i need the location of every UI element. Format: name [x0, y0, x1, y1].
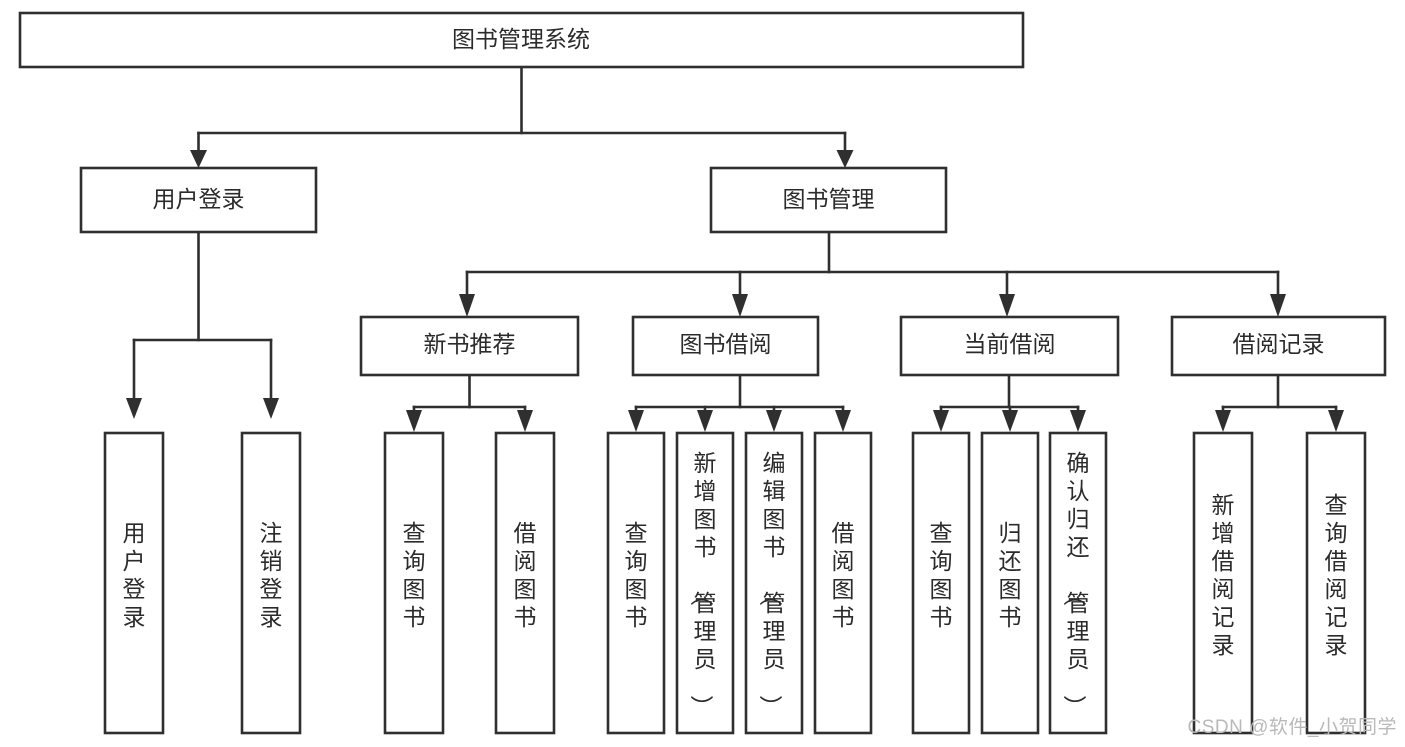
node-book-borrow[interactable]: 图书借阅 — [631, 315, 820, 377]
leaf-br-add-record-box[interactable] — [1192, 431, 1254, 735]
arrow-head-bb-leaf-2 — [697, 410, 713, 432]
leaf-bb-add-book-label: 新增图书（管理员） — [689, 450, 717, 718]
leaf-node[interactable]: 查询借阅记录 — [1305, 431, 1367, 735]
leaf-node[interactable]: 借阅图书 — [494, 431, 556, 735]
node-current-borrow-label: 当前借阅 — [964, 331, 1056, 357]
node-user-login-label: 用户登录 — [153, 186, 245, 212]
leaf-node[interactable]: 确认归还（管理员） — [1048, 431, 1108, 735]
leaf-br-add-record-label: 新增借阅记录 — [1212, 492, 1235, 658]
leaf-bb-borrow-book-box[interactable] — [813, 431, 873, 735]
leaf-node[interactable]: 归还图书 — [980, 431, 1040, 735]
leaf-node[interactable]: 注销登录 — [240, 431, 302, 735]
arrow-head-user-login — [190, 150, 207, 168]
arrow-head-book-borrow — [732, 294, 748, 317]
arrow-head-leaf-logout — [263, 398, 279, 419]
leaf-cb-return-book-box[interactable] — [980, 431, 1040, 735]
arrow-head-bb-leaf-3 — [766, 410, 782, 432]
leaf-node[interactable]: 查询图书 — [383, 431, 445, 735]
leaf-node[interactable]: 查询图书 — [911, 431, 971, 735]
node-root-box[interactable] — [18, 11, 1025, 69]
leaf-br-query-record-label: 查询借阅记录 — [1325, 492, 1348, 658]
arrow-head-leaf-user-login — [126, 398, 142, 419]
node-new-book-recommend-box[interactable] — [359, 315, 580, 377]
node-new-book-recommend[interactable]: 新书推荐 — [359, 315, 580, 377]
leaf-node[interactable]: 查询图书 — [606, 431, 666, 735]
leaf-bb-query-book-label: 查询图书 — [625, 520, 648, 630]
node-user-login[interactable]: 用户登录 — [79, 166, 318, 234]
arrow-head-new-book — [459, 294, 475, 317]
node-borrow-record-label: 借阅记录 — [1233, 331, 1325, 357]
leaf-node[interactable]: 编辑图书（管理员） — [744, 431, 804, 735]
leaf-cb-return-book-label: 归还图书 — [999, 520, 1022, 630]
arrow-head-borrow-record — [1270, 294, 1286, 317]
arrow-head-bb-leaf-1 — [628, 410, 644, 432]
arrow-head-br-leaf-2 — [1328, 410, 1344, 432]
leaf-bb-query-book-box[interactable] — [606, 431, 666, 735]
node-borrow-record-box[interactable] — [1170, 315, 1387, 377]
leaf-node[interactable]: 用户登录 — [103, 431, 165, 735]
leaf-node[interactable]: 新增图书（管理员） — [675, 431, 735, 735]
arrow-head-cb-leaf-1 — [933, 410, 949, 432]
arrow-head-nb-leaf-2 — [517, 410, 533, 432]
leaf-cb-query-book-box[interactable] — [911, 431, 971, 735]
leaf-user-login-box[interactable] — [103, 431, 165, 735]
node-book-borrow-box[interactable] — [631, 315, 820, 377]
leaf-cb-confirm-return-label: 确认归还（管理员） — [1062, 450, 1090, 718]
connector-layer — [126, 65, 1344, 432]
node-new-book-recommend-label: 新书推荐 — [424, 331, 516, 357]
arrow-head-book-mgmt — [836, 150, 854, 168]
arrow-head-bb-leaf-4 — [835, 410, 851, 432]
leaf-logout-label: 注销登录 — [260, 520, 283, 630]
leaf-nb-borrow-book-box[interactable] — [494, 431, 556, 735]
leaf-bb-borrow-book-label: 借阅图书 — [832, 520, 855, 630]
arrow-head-nb-leaf-1 — [406, 410, 422, 432]
node-book-borrow-label: 图书借阅 — [680, 331, 772, 357]
node-book-management[interactable]: 图书管理 — [709, 166, 948, 234]
node-current-borrow-box[interactable] — [899, 315, 1120, 377]
leaf-bb-add-book-box[interactable] — [675, 431, 735, 735]
leaf-cb-query-book-label: 查询图书 — [930, 520, 953, 630]
node-user-login-box[interactable] — [79, 166, 318, 234]
node-borrow-record[interactable]: 借阅记录 — [1170, 315, 1387, 377]
leaf-cb-confirm-return-box[interactable] — [1048, 431, 1108, 735]
node-book-management-box[interactable] — [709, 166, 948, 234]
arrow-head-cb-leaf-2 — [1002, 410, 1018, 432]
leaf-nb-query-book-label: 查询图书 — [403, 520, 426, 630]
leaf-br-query-record-box[interactable] — [1305, 431, 1367, 735]
leaf-node[interactable]: 借阅图书 — [813, 431, 873, 735]
leaf-user-login-label: 用户登录 — [123, 520, 146, 630]
leaf-bb-edit-book-box[interactable] — [744, 431, 804, 735]
arrow-head-cb-leaf-3 — [1070, 410, 1086, 432]
leaf-nb-borrow-book-label: 借阅图书 — [514, 520, 537, 630]
node-book-management-label: 图书管理 — [783, 186, 875, 212]
node-root[interactable]: 图书管理系统 — [18, 11, 1025, 69]
arrow-head-current-borrow — [999, 294, 1015, 317]
arrow-head-br-leaf-1 — [1215, 410, 1231, 432]
leaf-logout-box[interactable] — [240, 431, 302, 735]
leaf-node[interactable]: 新增借阅记录 — [1192, 431, 1254, 735]
node-root-label: 图书管理系统 — [452, 26, 590, 52]
leaf-bb-edit-book-label: 编辑图书（管理员） — [758, 450, 786, 718]
leaf-nb-query-book-box[interactable] — [383, 431, 445, 735]
node-current-borrow[interactable]: 当前借阅 — [899, 315, 1120, 377]
